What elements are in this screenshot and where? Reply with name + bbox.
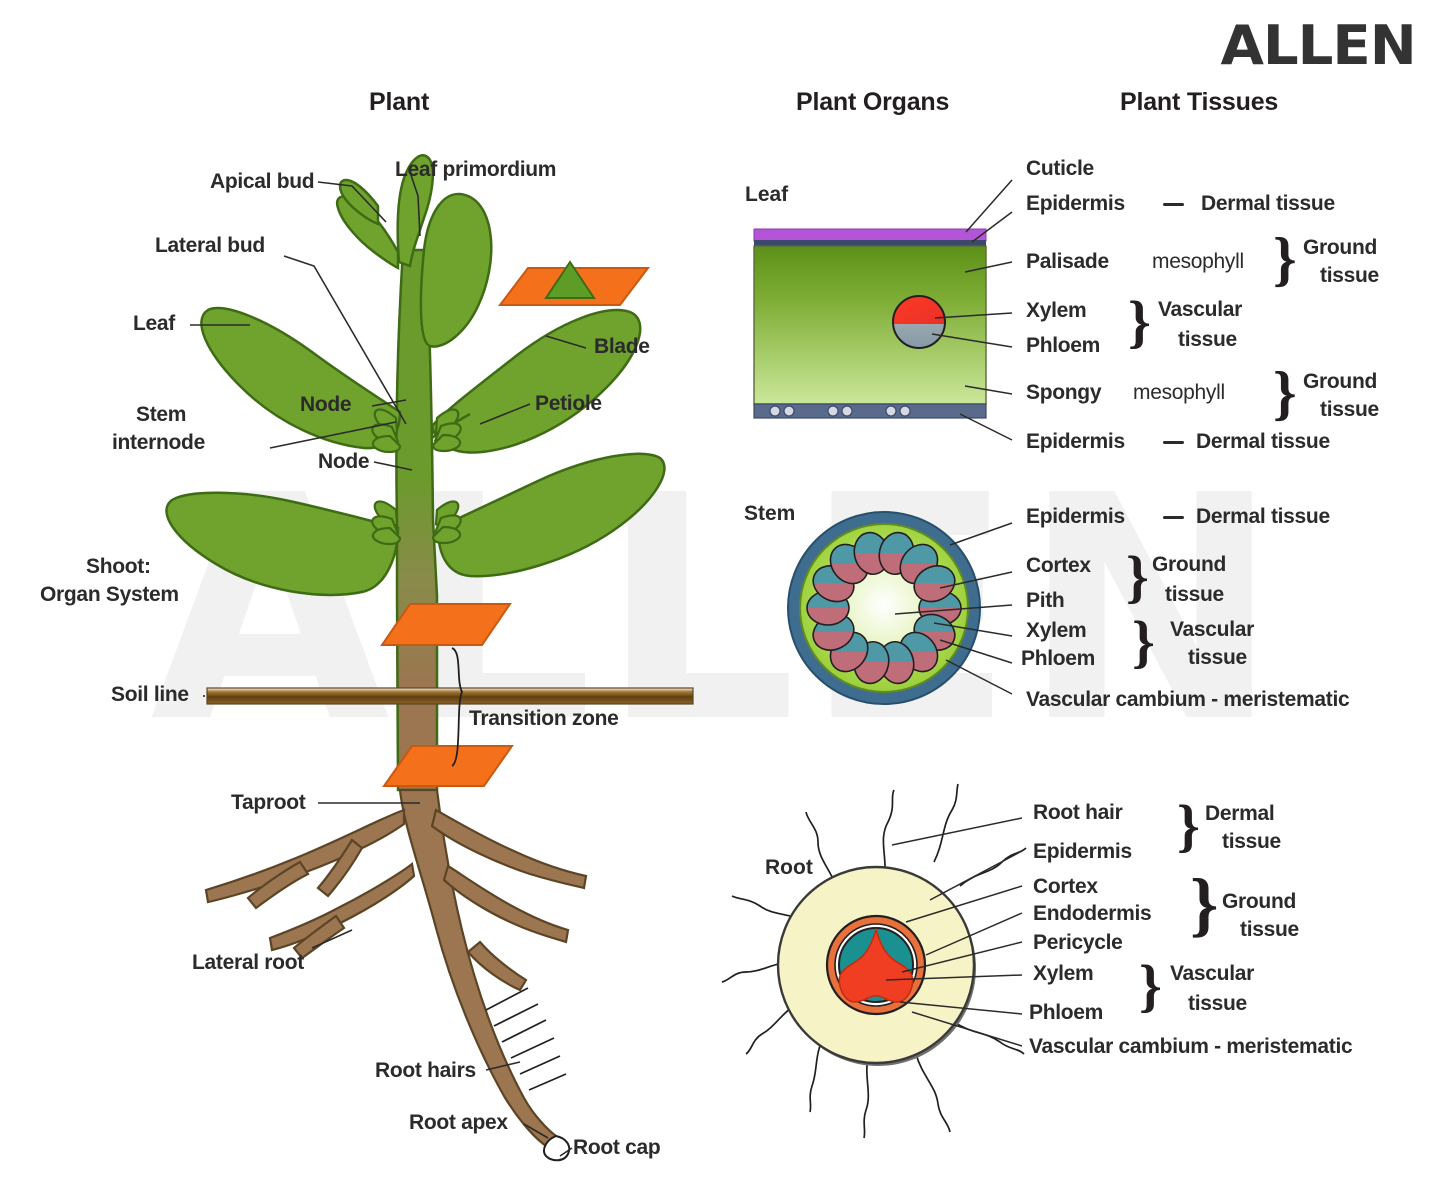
stem-tissue-cortex: Cortex	[1026, 554, 1091, 577]
plant-leader-lines	[190, 171, 587, 1157]
leaf-group-vascular-line1: Vascular	[1158, 298, 1242, 321]
root-tissue-root-hair: Root hair	[1033, 801, 1123, 824]
label-root-apex: Root apex	[409, 1111, 508, 1134]
label-stem-internode-line1: Stem	[136, 403, 187, 426]
brace-ground-tissue-root-icon: }	[1190, 864, 1219, 944]
dash-separator-bottom-icon	[1163, 441, 1184, 444]
leaf-tissue-cuticle: Cuticle	[1026, 157, 1094, 180]
root-group-ground-line1: Ground	[1222, 890, 1297, 913]
leaf-tissue-palisade-sub: mesophyll	[1152, 250, 1244, 273]
organ-label-root: Root	[765, 856, 813, 879]
label-blade: Blade	[594, 335, 650, 358]
label-node-lower: Node	[318, 450, 370, 473]
stem-leader-lines	[894, 522, 1013, 695]
stem-tissue-vascular-cambium: Vascular cambium - meristematic	[1026, 688, 1350, 711]
stem-group-dermal: Dermal tissue	[1196, 505, 1330, 528]
leaf-group-ground-bottom-line1: Ground	[1303, 370, 1378, 393]
organ-label-stem: Stem	[744, 502, 796, 525]
organ-label-leaf: Leaf	[745, 183, 789, 206]
brace-dermal-tissue-root-icon: }	[1177, 793, 1200, 858]
leaf-tissue-palisade: Palisade	[1026, 250, 1109, 273]
leaf-cross-section	[753, 228, 987, 419]
leaf-group-dermal-bottom: Dermal tissue	[1196, 430, 1330, 453]
leaf-tissue-epidermis-top: Epidermis	[1026, 192, 1125, 215]
stem-cross-section	[787, 511, 981, 705]
label-lateral-bud: Lateral bud	[155, 234, 265, 257]
label-transition-zone: Transition zone	[469, 707, 619, 730]
leaf-tissue-epidermis-bottom: Epidermis	[1026, 430, 1125, 453]
label-shoot-line2: Organ System	[40, 583, 179, 606]
allen-logo: ALLEN	[1220, 14, 1417, 77]
root-tissue-phloem: Phloem	[1029, 1001, 1104, 1024]
stem-tissue-phloem: Phloem	[1021, 647, 1096, 670]
label-soil-line: Soil line	[111, 683, 189, 706]
root-tissue-xylem: Xylem	[1033, 962, 1094, 985]
label-apical-bud: Apical bud	[210, 170, 315, 193]
brace-ground-tissue-stem-icon: }	[1126, 544, 1149, 609]
root-tissue-pericycle: Pericycle	[1033, 931, 1123, 954]
stem-tissue-xylem: Xylem	[1026, 619, 1087, 642]
leaf-tissue-xylem: Xylem	[1026, 299, 1087, 322]
brace-vascular-tissue-stem-icon: }	[1132, 609, 1155, 674]
brace-ground-tissue-bottom-icon: }	[1273, 360, 1297, 426]
cut-plane-stem	[380, 603, 512, 646]
label-lateral-root: Lateral root	[192, 951, 304, 974]
leaf-group-ground-top-line2: tissue	[1320, 264, 1379, 287]
plant-illustration	[165, 154, 694, 1162]
root-group-vascular-line1: Vascular	[1170, 962, 1254, 985]
stem-group-vascular-line2: tissue	[1188, 646, 1247, 669]
leaf-group-vascular-line2: tissue	[1178, 328, 1237, 351]
root-tissue-cortex: Cortex	[1033, 875, 1098, 898]
dash-separator-stem-icon	[1163, 516, 1184, 519]
root-tissue-epidermis: Epidermis	[1033, 840, 1132, 863]
label-leaf: Leaf	[133, 312, 175, 335]
label-root-cap: Root cap	[573, 1136, 661, 1159]
stem-tissue-epidermis: Epidermis	[1026, 505, 1125, 528]
root-group-dermal-line2: tissue	[1222, 830, 1281, 853]
label-root-hairs: Root hairs	[375, 1059, 476, 1082]
column-header-plant-organs: Plant Organs	[796, 88, 950, 116]
stem-group-vascular-line1: Vascular	[1170, 618, 1254, 641]
root-tissue-endodermis: Endodermis	[1033, 902, 1152, 925]
leaf-tissue-spongy-sub: mesophyll	[1133, 381, 1225, 404]
stem-tissue-pith: Pith	[1026, 589, 1065, 612]
root-group-dermal-line1: Dermal	[1205, 802, 1275, 825]
root-leader-lines	[885, 817, 1023, 1047]
brace-vascular-tissue-root-icon: }	[1139, 953, 1162, 1018]
soil-line-bar	[206, 687, 694, 705]
cut-plane-leaf	[497, 260, 651, 306]
leaf-group-ground-top-line1: Ground	[1303, 236, 1378, 259]
label-shoot-line1: Shoot:	[86, 555, 151, 578]
root-group-ground-line2: tissue	[1240, 918, 1299, 941]
root-tissue-vascular-cambium: Vascular cambium - meristematic	[1029, 1035, 1353, 1058]
leaf-tissue-phloem: Phloem	[1026, 334, 1101, 357]
label-stem-internode-line2: internode	[112, 431, 205, 454]
leaf-group-dermal-top: Dermal tissue	[1201, 192, 1335, 215]
label-leaf-primordium: Leaf primordium	[395, 158, 557, 181]
label-taproot: Taproot	[231, 791, 306, 814]
cut-plane-root	[382, 745, 514, 787]
stem-group-ground-line1: Ground	[1152, 553, 1227, 576]
root-group-vascular-line2: tissue	[1188, 992, 1247, 1015]
column-header-plant-tissues: Plant Tissues	[1120, 88, 1279, 116]
brace-ground-tissue-top-icon: }	[1273, 226, 1297, 292]
dash-separator-icon	[1163, 203, 1184, 206]
leaf-leader-lines	[931, 179, 1013, 441]
leaf-group-ground-bottom-line2: tissue	[1320, 398, 1379, 421]
root-system	[204, 788, 588, 1162]
label-petiole: Petiole	[535, 392, 602, 415]
stem-group-ground-line2: tissue	[1165, 583, 1224, 606]
label-node-upper: Node	[300, 393, 352, 416]
leaf-tissue-spongy: Spongy	[1026, 381, 1102, 404]
column-header-plant: Plant	[369, 88, 430, 116]
brace-vascular-tissue-leaf-icon: }	[1128, 289, 1151, 354]
